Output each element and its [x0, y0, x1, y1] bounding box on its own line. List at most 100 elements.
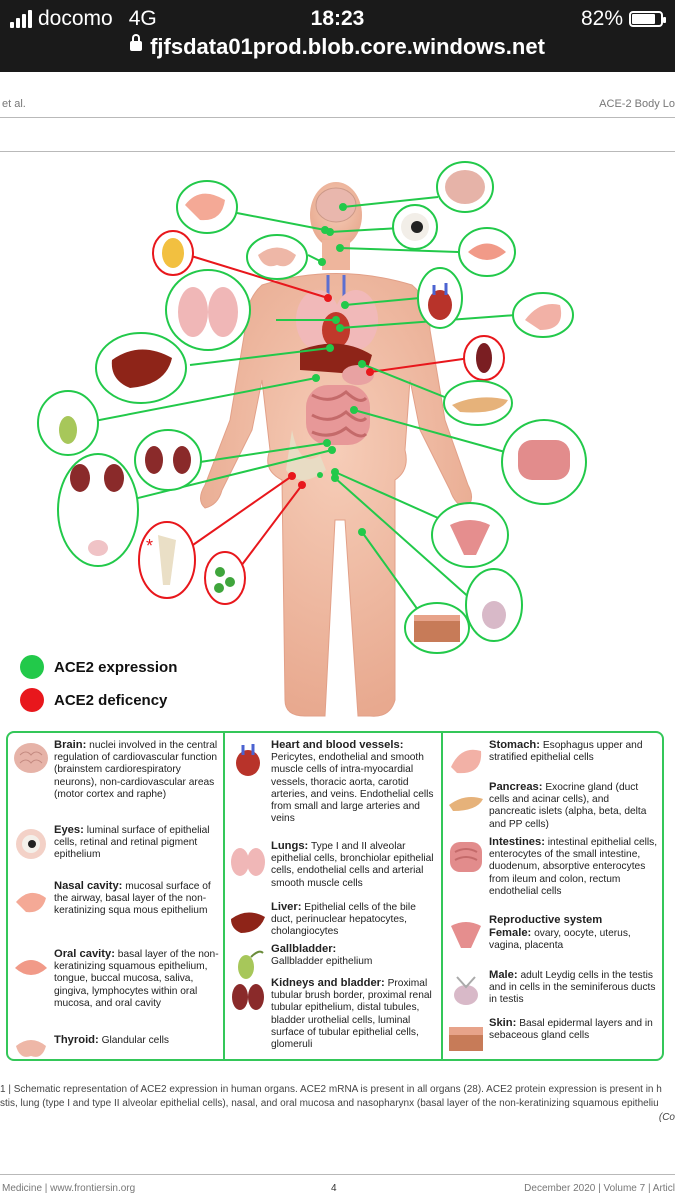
uterus-bubble: [431, 502, 509, 568]
thyroid-red-bubble: [152, 230, 194, 276]
column-1: Brain: nuclei involved in the central re…: [8, 733, 225, 1059]
network-type: 4G: [128, 7, 157, 30]
header-rule: [0, 117, 675, 118]
entry-stomach: Stomach: Esophagus upper and stratified …: [447, 739, 658, 774]
gallbladder-icon: [238, 950, 264, 979]
stomach-text: Esophagus upper and stratified epithelia…: [489, 740, 643, 764]
battery-percent: 82%: [580, 7, 623, 30]
oral-text: basal layer of the non-keratinizing squa…: [54, 949, 219, 1009]
running-head-left: et al.: [2, 98, 26, 110]
uterus-icon: [451, 922, 481, 948]
organ-bubbles: *: [37, 161, 587, 654]
clock: 18:23: [310, 7, 365, 30]
thyroid-title: Thyroid:: [54, 1034, 99, 1046]
entry-oral: Oral cavity: basal layer of the non-kera…: [12, 948, 219, 1010]
ace2-body-figure: *: [37, 161, 587, 717]
intestines-bubble: [501, 419, 587, 505]
legend-deficiency-label: ACE2 deficency: [54, 691, 168, 709]
lungs-bubble: [165, 269, 251, 351]
skin-icon: [449, 1027, 483, 1051]
entry-lungs: Lungs: Type I and II alveolar epithelial…: [229, 840, 437, 890]
entry-male: Male: adult Leydig cells in the testis a…: [447, 969, 658, 1007]
entry-heart: Heart and blood vessels:Pericytes, endot…: [229, 739, 437, 825]
entry-eyes: Eyes: luminal surface of epithelial cell…: [12, 824, 219, 862]
column-2: Heart and blood vessels:Pericytes, endot…: [225, 733, 443, 1059]
footer-right: December 2020 | Volume 7 | Articl: [524, 1183, 675, 1194]
nose-icon: [16, 892, 46, 913]
organ-description-table: Brain: nuclei involved in the central re…: [6, 731, 664, 1061]
footer-rule: [0, 1174, 675, 1175]
entry-pancreas: Pancreas: Exocrine gland (duct cells and…: [447, 781, 658, 831]
entry-nasal: Nasal cavity: mucosal surface of the air…: [12, 880, 219, 918]
battery-icon: [629, 11, 666, 27]
battery-fill: [632, 14, 655, 24]
column-3: Stomach: Esophagus upper and stratified …: [443, 733, 662, 1059]
heart-bubble: [417, 267, 463, 329]
kidneys-icon: [232, 984, 264, 1010]
male-icon: [454, 976, 478, 1005]
nasal-bubble: [176, 180, 238, 234]
entry-thyroid: Thyroid: Glandular cells: [12, 1028, 219, 1057]
pancreas-title: Pancreas:: [489, 781, 543, 793]
status-bar: docomo 4G 18:23 82% fjfsdata01prod.blob.…: [0, 0, 675, 72]
signal-icon: [10, 10, 32, 28]
brain-icon: [14, 743, 48, 773]
footer-left: Medicine | www.frontiersin.org: [2, 1183, 136, 1194]
repro-female-title: Female:: [489, 927, 532, 940]
kidneys-title: Kidneys and bladder:: [271, 977, 385, 989]
eyes-title: Eyes:: [54, 824, 84, 836]
stomach-icon: [451, 749, 482, 774]
legend-expression: ACE2 expression: [20, 655, 177, 679]
nasal-text: mucosal surface of the airway, basal lay…: [54, 881, 211, 917]
liver-icon: [231, 912, 265, 933]
oral-title: Oral cavity:: [54, 948, 115, 960]
eye-icon: [16, 829, 46, 859]
kidneys-text: Proximal tubular brush border, proximal …: [271, 978, 432, 1051]
gallbladder-text: Gallbladder epithelium: [271, 956, 373, 968]
gallbladder-bubble: [37, 390, 99, 456]
footer-page-number: 4: [331, 1183, 337, 1194]
lungs-icon: [231, 848, 265, 876]
deficiency-dot-icon: [20, 688, 44, 712]
male-text: adult Leydig cells in the testis and in …: [489, 970, 656, 1006]
heart-title: Heart and blood vessels:: [271, 739, 404, 751]
figure-top-rule: [0, 151, 675, 152]
urinary-bubble: [57, 453, 139, 567]
eye-bubble: [392, 204, 438, 250]
legend-deficiency: ACE2 deficency: [20, 688, 167, 712]
expression-dots: [288, 203, 374, 536]
pancreas-icon: [449, 797, 483, 811]
thyroid-icon: [16, 1040, 46, 1057]
repro-title: Reproductive system: [489, 914, 603, 926]
lungs-title: Lungs:: [271, 840, 309, 852]
human-body: [200, 182, 472, 717]
entry-kidneys: Kidneys and bladder: Proximal tubular br…: [229, 977, 437, 1051]
address-bar[interactable]: fjfsdata01prod.blob.core.windows.net: [0, 34, 675, 60]
expression-dot-icon: [20, 655, 44, 679]
cells-red-bubble: [204, 551, 246, 605]
oral-bubble: [458, 227, 516, 277]
carrier-name: docomo: [38, 7, 113, 30]
liver-bubble: [95, 332, 187, 404]
thyroid-bubble: [246, 234, 308, 280]
stomach-title: Stomach:: [489, 739, 540, 751]
status-right: 82%: [580, 7, 666, 31]
figure-caption: 1 | Schematic representation of ACE2 exp…: [0, 1083, 675, 1125]
status-left: docomo 4G: [10, 7, 157, 31]
caption-line-2: stis, lung (type I and type II alveolar …: [0, 1098, 659, 1109]
intestines-title: Intestines:: [489, 836, 545, 848]
intestines-text: intestinal epithelial cells, enterocytes…: [489, 837, 658, 897]
kidneys-bubble: [134, 429, 202, 491]
nasal-title: Nasal cavity:: [54, 880, 123, 892]
connection-lines: [83, 196, 517, 611]
liver-text: Epithelial cells of the bile duct, perin…: [271, 902, 416, 938]
skin-text: Basal epidermal layers and in sebaceous …: [489, 1018, 653, 1042]
caption-line-3: (Co: [658, 1112, 675, 1123]
gallbladder-title: Gallbladder:: [271, 943, 337, 955]
stomach-bubble: [512, 292, 574, 338]
running-head-right: ACE-2 Body Lo: [599, 98, 675, 110]
entry-skin: Skin: Basal epidermal layers and in seba…: [447, 1017, 658, 1051]
brain-bubble: [436, 161, 494, 213]
pancreas-bubble: [443, 380, 513, 426]
caption-line-1: 1 | Schematic representation of ACE2 exp…: [0, 1084, 662, 1095]
